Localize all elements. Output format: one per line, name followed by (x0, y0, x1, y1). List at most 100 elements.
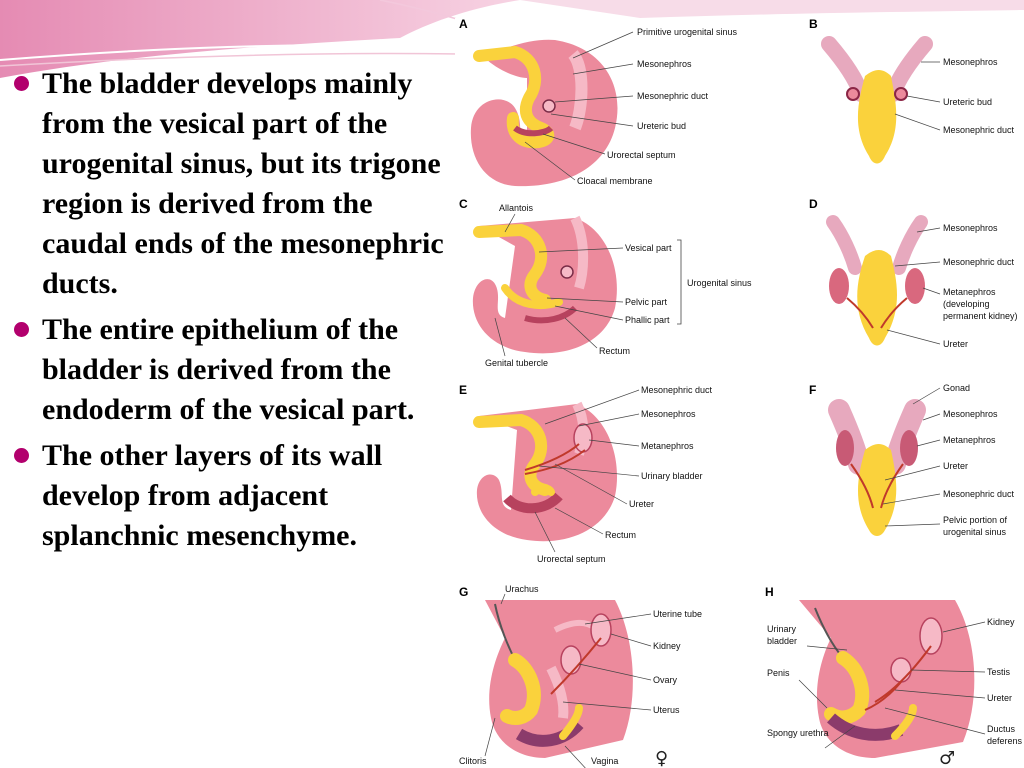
label-developing: (developing (943, 299, 990, 309)
label-permanent-kidney: permanent kidney) (943, 311, 1018, 321)
label-metanephros: Metanephros (641, 441, 694, 451)
panel-f: F Gonad Mesonephros Metanephros Ureter M… (809, 383, 1015, 537)
label-mesonephric-duct: Mesonephric duct (637, 91, 709, 101)
embryology-figure: A Primitive urogenital sinus Mesonephros… (455, 18, 1024, 768)
panel-c-letter: C (459, 197, 468, 211)
label-rectum: Rectum (599, 346, 630, 356)
mesonephros-shape (567, 50, 588, 131)
panel-b: B Mesonephros Ureteric bud Mesonephric d… (809, 18, 1015, 164)
label-urorectal-septum: Urorectal septum (537, 554, 606, 564)
label-genital-tubercle: Genital tubercle (485, 358, 548, 368)
ureter-line (550, 637, 602, 695)
panel-g: G Urachus Uterine tube Kidney Ovary Uter… (459, 584, 702, 768)
panel-b-letter: B (809, 18, 818, 31)
label-pelvic-part: Pelvic part (625, 297, 668, 307)
label-urachus: Urachus (505, 584, 539, 594)
label-kidney: Kidney (653, 641, 681, 651)
urinary-bladder-shape (824, 651, 870, 725)
metanephros-left-shape (836, 430, 854, 466)
vesical-part-shape (473, 223, 551, 306)
mesonephros-right-shape (885, 36, 933, 102)
panel-d: D Mesonephros Mesonephric duct Metanephr… (809, 197, 1018, 349)
panel-d-letter: D (809, 197, 818, 211)
label-phallic-part: Phallic part (625, 315, 670, 325)
testis-shape (890, 657, 912, 683)
metanephros-bud-shape (560, 265, 574, 279)
label-rectum: Rectum (605, 530, 636, 540)
label-testis: Testis (987, 667, 1011, 677)
bullet-dot-icon (14, 76, 29, 91)
pelvic-urogenital-sinus-shape (858, 444, 897, 536)
ureteric-bud-shape (542, 99, 556, 113)
urogenital-sinus-shape (857, 250, 897, 346)
bullet-text: The entire epithelium of the bladder is … (42, 313, 415, 426)
ureter-duct-lines (524, 443, 586, 475)
label-pelvic-portion-of: Pelvic portion of (943, 515, 1008, 525)
label-mesonephric-duct: Mesonephric duct (641, 385, 713, 395)
mesonephros-left-shape (826, 215, 862, 275)
rectum-shape (503, 492, 563, 514)
bullet-item: The bladder develops mainly from the ves… (12, 64, 452, 304)
label-clitoris: Clitoris (459, 756, 487, 766)
uterus-shape (546, 665, 569, 719)
ureteric-bud-left-shape (846, 87, 860, 101)
panel-c: C Allantois Vesical part Urogenital sinu… (459, 197, 752, 368)
bullet-item: The other layers of its wall develop fro… (12, 436, 452, 556)
label-vesical-part: Vesical part (625, 243, 672, 253)
panel-a-letter: A (459, 18, 468, 31)
urinary-bladder-shape (473, 413, 551, 496)
mesonephros-right-shape (892, 215, 928, 275)
rectum-shape (559, 704, 583, 740)
bullet-text: The bladder develops mainly from the ves… (42, 67, 444, 300)
label-ureter: Ureter (629, 499, 654, 509)
metanephros-shape (573, 423, 593, 453)
label-ureteric-bud: Ureteric bud (637, 121, 686, 131)
label-kidney: Kidney (987, 617, 1015, 627)
pelvic-phallic-part-shape (501, 284, 563, 310)
panel-a: A Primitive urogenital sinus Mesonephros… (459, 18, 738, 187)
bullet-list: The bladder develops mainly from the ves… (12, 64, 452, 562)
label-spongy-urethra: Spongy urethra (767, 728, 829, 738)
label-mesonephros: Mesonephros (637, 59, 692, 69)
label-mesonephric-duct: Mesonephric duct (943, 489, 1015, 499)
urogenital-sinus-shape (857, 70, 897, 164)
label-uterine-tube: Uterine tube (653, 609, 702, 619)
female-symbol-icon: ♀ (655, 748, 668, 768)
label-ductus: Ductus (987, 724, 1016, 734)
bullet-dot-icon (14, 322, 29, 337)
embryo-body-shape (472, 218, 617, 354)
label-mesonephros: Mesonephros (641, 409, 696, 419)
label-metanephros: Metanephros (943, 287, 996, 297)
panel-h: H Urinary bladder Penis Kidney Testis Ur… (765, 585, 1023, 768)
urogenital-sinus-shape (473, 45, 555, 149)
label-urogenital-sinus: Urogenital sinus (687, 278, 752, 288)
label-mesonephros: Mesonephros (943, 57, 998, 67)
urogenital-sinus-bracket (677, 239, 682, 325)
label-ovary: Ovary (653, 675, 678, 685)
label-bladder: bladder (767, 636, 797, 646)
metanephros-left-shape (829, 268, 849, 304)
label-urogenital-sinus: urogenital sinus (943, 527, 1007, 537)
ovary-shape (560, 645, 582, 675)
ureteric-bud-right-shape (894, 87, 908, 101)
vagina-shape (515, 719, 584, 747)
bullet-text: The other layers of its wall develop fro… (42, 439, 383, 552)
panel-g-letter: G (459, 585, 468, 599)
label-mesonephric-duct: Mesonephric duct (943, 257, 1015, 267)
male-symbol-icon: ♂ (939, 748, 955, 768)
metanephros-right-shape (905, 268, 925, 304)
label-deferens: deferens (987, 736, 1023, 746)
rectum-shape (891, 704, 917, 740)
label-ureter: Ureter (943, 461, 968, 471)
panel-f-letter: F (809, 383, 816, 397)
ureter-duct-lines (864, 645, 932, 711)
label-ureter: Ureter (987, 693, 1012, 703)
mesonephros-shape (570, 215, 589, 290)
kidney-shape (590, 613, 612, 647)
ureter-duct-lines (850, 463, 904, 509)
label-urinary: Urinary (767, 624, 797, 634)
label-uterus: Uterus (653, 705, 680, 715)
label-ureteric-bud: Ureteric bud (943, 97, 992, 107)
label-cloacal-membrane: Cloacal membrane (577, 176, 653, 186)
